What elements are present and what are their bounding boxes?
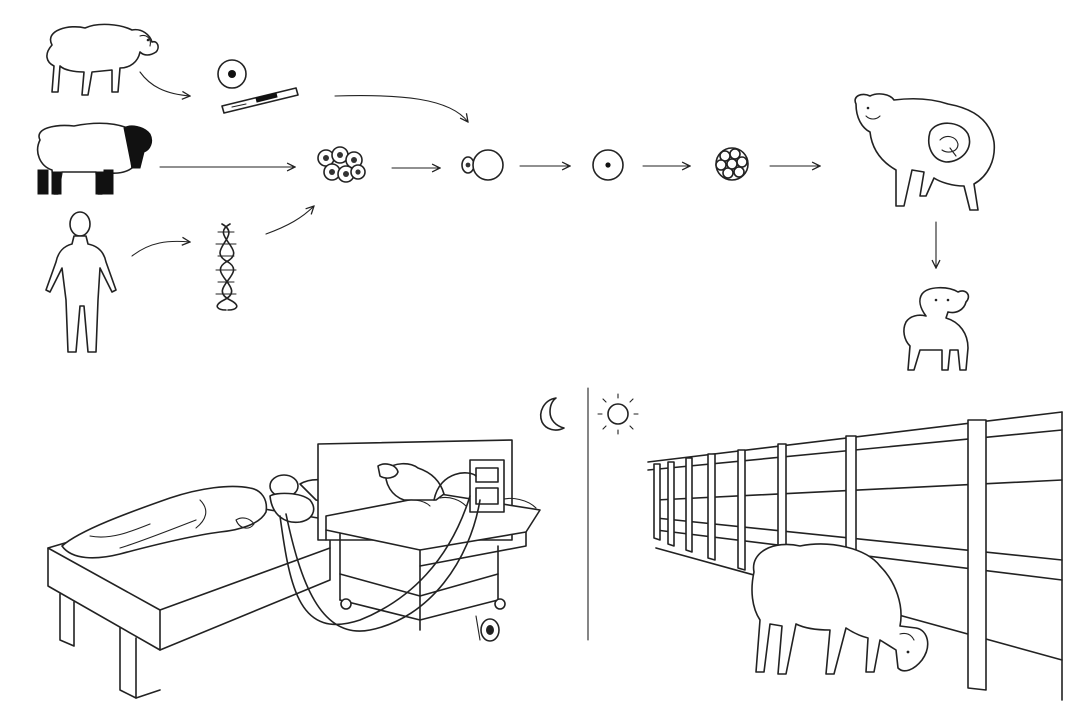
dna-helix-icon bbox=[215, 223, 238, 311]
connecting-cables bbox=[279, 472, 481, 632]
micropipette-icon bbox=[221, 87, 299, 114]
embryo-cluster-icon bbox=[715, 147, 749, 181]
bottom-right-panel bbox=[597, 393, 1063, 701]
crescent-moon-icon bbox=[540, 397, 565, 431]
human-figure-icon bbox=[45, 211, 117, 353]
top-panel bbox=[36, 23, 996, 371]
arrow-human-to-dna bbox=[131, 241, 190, 257]
sheep-grazing bbox=[751, 543, 929, 675]
bottom-left-panel bbox=[47, 397, 565, 699]
pregnant-ewe-icon bbox=[854, 93, 996, 211]
lamb-on-cart bbox=[317, 439, 541, 642]
sun-icon bbox=[597, 393, 639, 435]
cell-fusion-icon bbox=[461, 149, 504, 181]
lamb-icon bbox=[903, 286, 970, 371]
donor-cells-icon bbox=[317, 146, 366, 183]
arrow-oocyte-to-fusion bbox=[334, 95, 468, 122]
white-sheep-icon bbox=[46, 23, 159, 96]
arrow-dna-to-cells bbox=[265, 206, 314, 235]
arrow-sheep-to-oocyte bbox=[139, 71, 190, 96]
black-faced-sheep-icon bbox=[36, 122, 153, 195]
reconstructed-egg-icon bbox=[592, 149, 624, 181]
oocyte-icon bbox=[217, 59, 247, 89]
